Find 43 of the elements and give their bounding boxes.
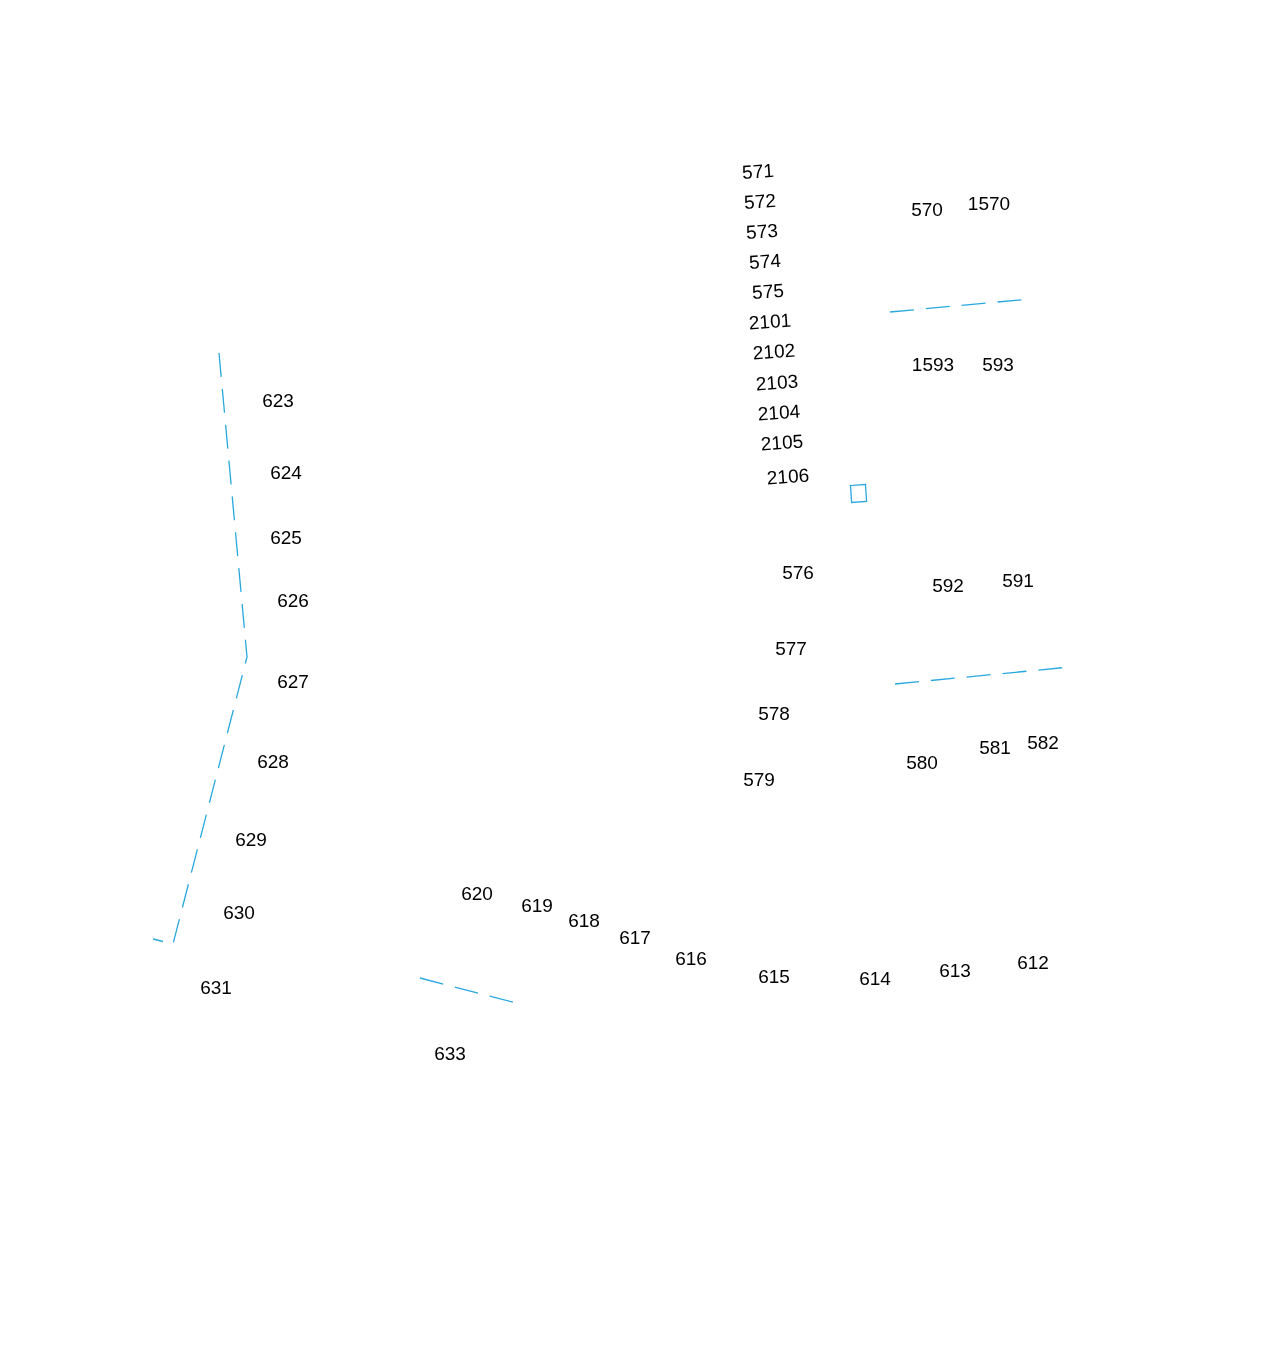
callout-number: 1570: [967, 193, 1011, 215]
callout-number: 572: [743, 189, 777, 215]
callout-number: 580: [906, 752, 938, 774]
callout-number: 593: [982, 354, 1014, 376]
callout-number: 1593: [911, 354, 955, 376]
callout-number: 631: [200, 977, 232, 999]
callout-number: 627: [277, 671, 309, 693]
callout-number: 573: [745, 219, 779, 245]
callout-number: 582: [1027, 732, 1059, 754]
callout-number: 617: [619, 927, 651, 949]
callout-number: 592: [932, 575, 964, 597]
callout-number: 2102: [752, 339, 796, 365]
callout-number: 613: [939, 960, 971, 982]
callout-number: 2105: [760, 430, 804, 456]
callout-number: 2104: [757, 400, 801, 426]
callout-number: 581: [979, 737, 1011, 759]
callout-number: 579: [743, 769, 775, 791]
callout-number: 615: [758, 966, 790, 988]
callout-number: 630: [223, 902, 255, 924]
callout-number: 576: [782, 562, 814, 584]
callout-number: 574: [748, 249, 782, 275]
callout-number: 578: [758, 703, 790, 725]
callout-number: 629: [235, 829, 267, 851]
callout-number: 619: [521, 895, 553, 917]
callout-number: 591: [1002, 570, 1034, 592]
callout-number: 2101: [748, 309, 792, 335]
callout-number: 620: [461, 883, 493, 905]
callout-number: 624: [270, 462, 302, 484]
callout-number: 625: [270, 527, 302, 549]
callout-number: 570: [911, 199, 943, 221]
callout-number: 575: [751, 279, 785, 305]
callout-number: 612: [1017, 952, 1049, 974]
callout-number: 626: [277, 590, 309, 612]
callout-number: 571: [741, 159, 775, 185]
callout-number: 628: [257, 751, 289, 773]
callout-number: 633: [434, 1043, 466, 1065]
callout-number: 618: [568, 910, 600, 932]
callout-number: 623: [262, 390, 294, 412]
callout-number: 616: [675, 948, 707, 970]
callout-number: 2103: [755, 370, 799, 396]
callout-number: 577: [775, 638, 807, 660]
callout-number: 2106: [766, 464, 810, 490]
callout-number: 614: [859, 968, 891, 990]
